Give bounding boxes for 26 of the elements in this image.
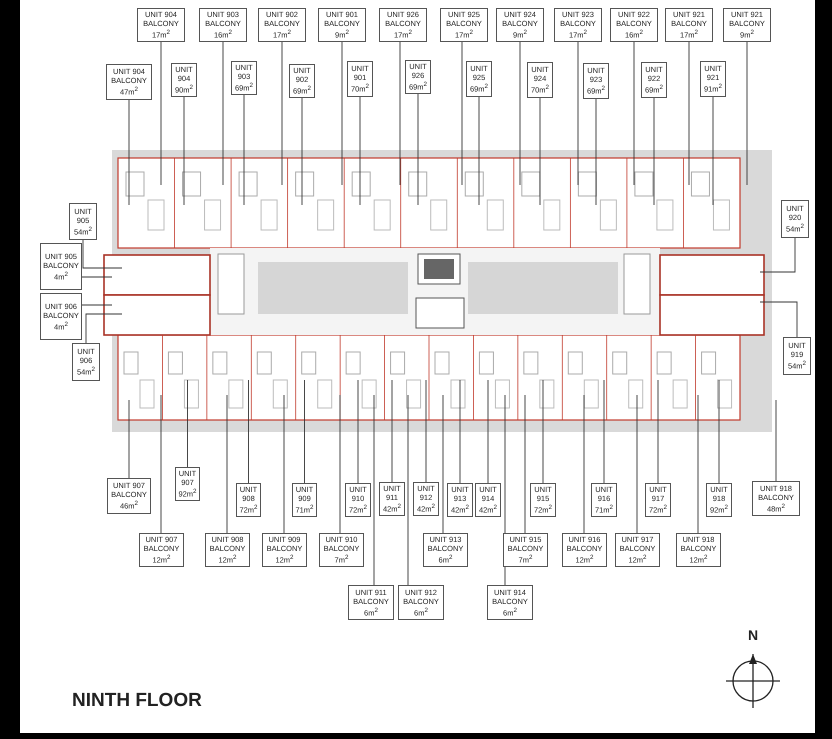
leader-line [636,394,638,534]
leader-line [712,96,714,206]
leader-line [304,380,305,484]
leader-line [82,304,112,306]
leader-line [524,394,526,534]
leader-line [128,400,130,478]
leader-line [542,380,544,484]
leader-line [478,96,480,206]
north-label: N [748,627,758,643]
leader-line [187,380,188,468]
floor-title: NINTH FLOOR [72,690,202,712]
leader-line [718,380,720,484]
leader-line [222,42,224,186]
leader-line [688,42,690,186]
leader-line [226,394,228,534]
leader-line [160,42,162,186]
leader-line [82,240,122,268]
leader-line [86,314,122,344]
leader-line [82,276,112,278]
leader-line [248,380,249,484]
leader-line [128,100,130,206]
leader-line [760,238,796,272]
leader-line [160,394,162,534]
leader-line [442,394,444,534]
leader-line [746,42,748,186]
leader-line [760,302,798,338]
